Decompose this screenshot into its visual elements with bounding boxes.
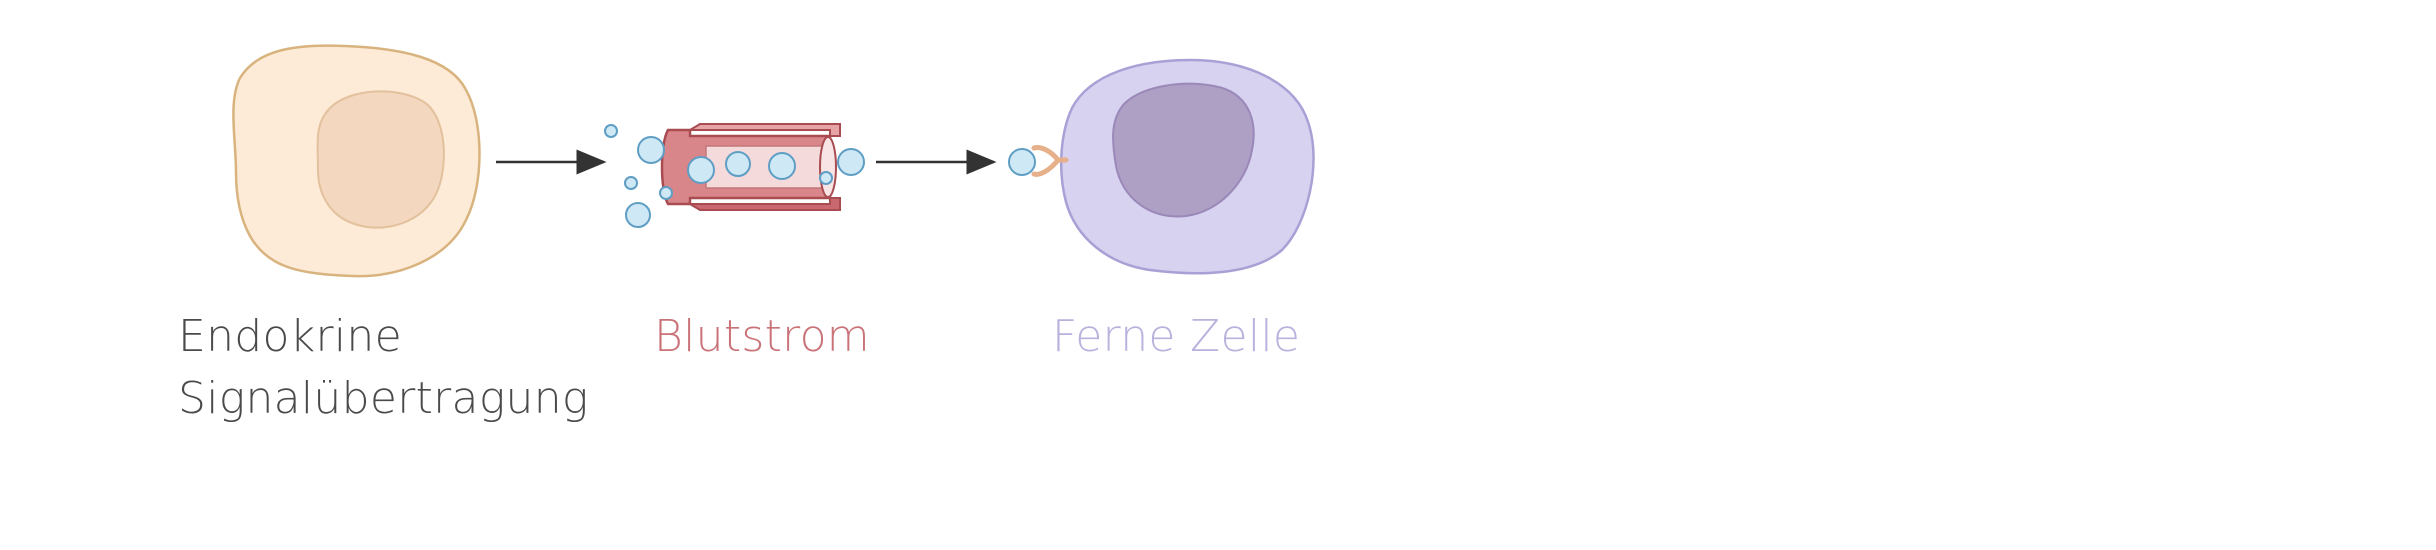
receptor-icon xyxy=(1031,145,1069,177)
hormone-molecule xyxy=(725,151,751,177)
vessel-bottom-rim xyxy=(686,197,841,211)
endocrine-signaling-label: Endokrine Signalübertragung xyxy=(178,306,589,430)
hormone-molecule xyxy=(687,156,715,184)
hormone-molecule xyxy=(604,124,618,138)
bound-hormone-molecule xyxy=(1008,148,1036,176)
endocrine-source-cell xyxy=(232,44,481,278)
vessel-opening xyxy=(819,136,837,198)
endocrine-label-line2: Signalübertragung xyxy=(178,373,589,424)
vessel-top-rim xyxy=(686,123,841,137)
endocrine-label-line1: Endokrine xyxy=(178,311,402,362)
hormone-molecule xyxy=(659,186,673,200)
distant-cell-label: Ferne Zelle xyxy=(1052,311,1301,362)
hormone-molecule xyxy=(625,202,651,228)
target-cell-nucleus xyxy=(1112,82,1255,218)
vessel-lumen xyxy=(705,145,831,189)
hormone-molecule xyxy=(637,136,665,164)
distant-target-cell xyxy=(1008,58,1315,275)
hormone-molecules xyxy=(604,124,865,228)
source-cell-nucleus xyxy=(316,90,445,229)
hormone-molecule xyxy=(837,148,865,176)
hormone-molecule xyxy=(768,152,796,180)
hormone-molecule xyxy=(819,171,833,185)
bloodstream-label: Blutstrom xyxy=(654,311,870,362)
hormone-molecule xyxy=(624,176,638,190)
